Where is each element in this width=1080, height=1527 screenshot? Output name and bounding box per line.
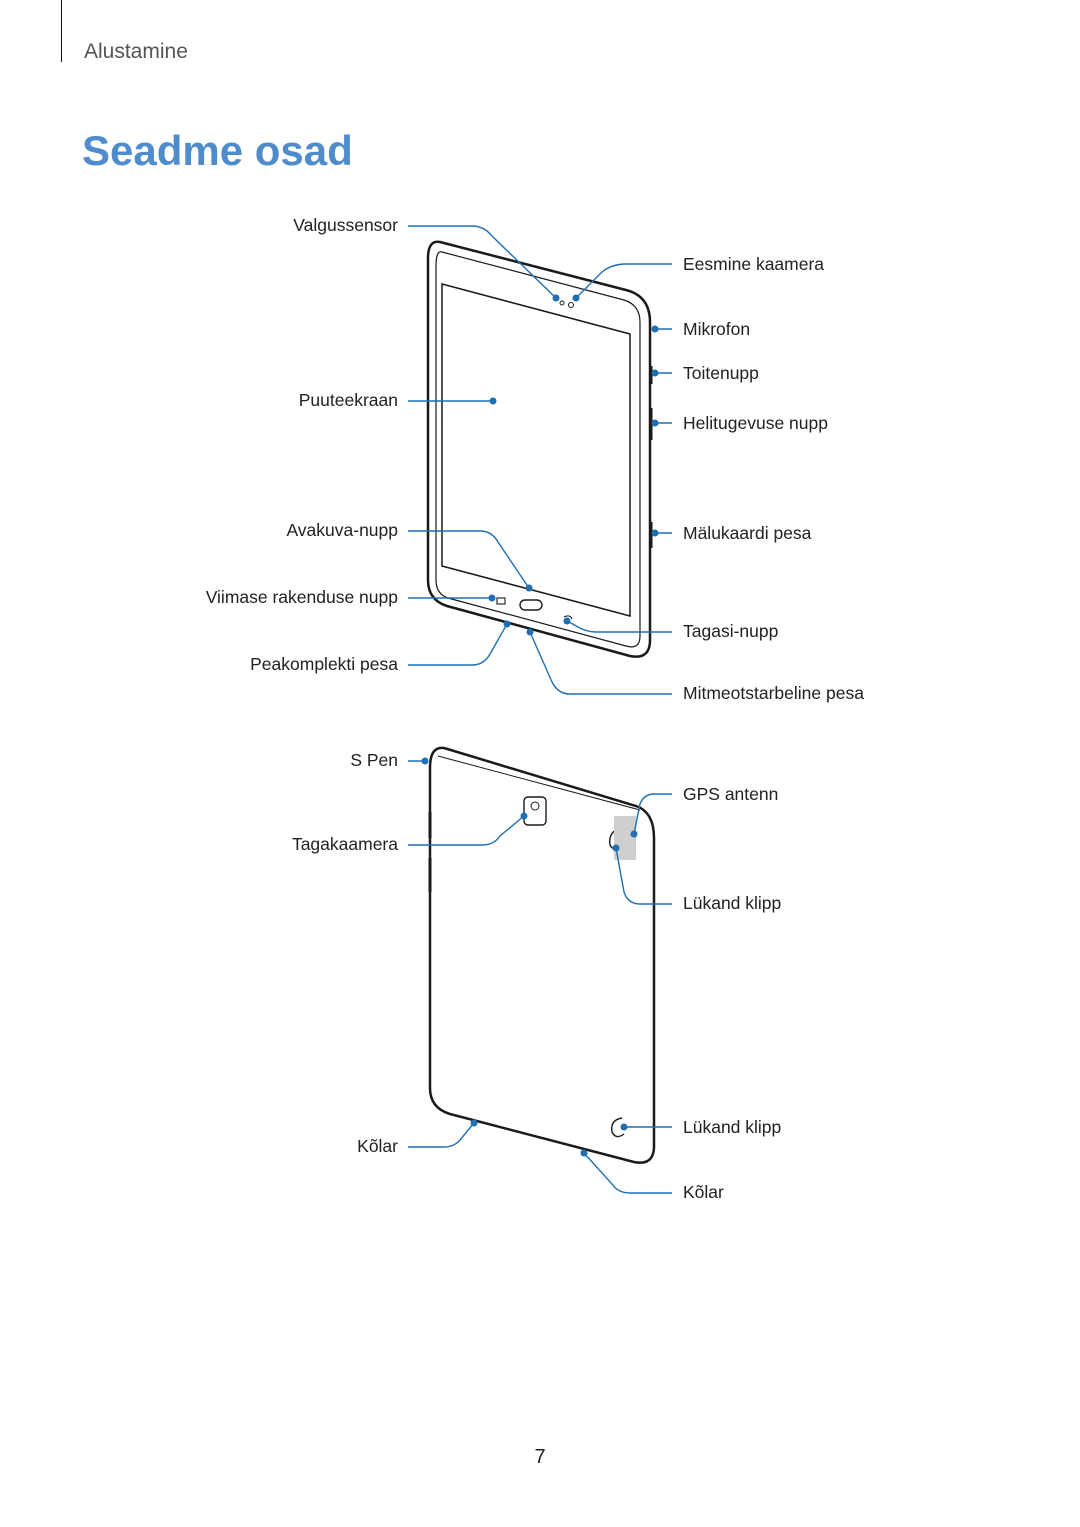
gps-antenna-area	[614, 816, 636, 860]
callout-dot-multipurpose-jack	[526, 628, 534, 636]
callout-dot-slide-clip-bottom	[620, 1123, 628, 1131]
home-key-shape	[519, 599, 543, 611]
callout-dot-rear-camera	[520, 812, 528, 820]
rear-camera-shape	[523, 796, 547, 826]
tablet-back	[428, 746, 656, 1164]
label-recent-apps-key: Viimase rakenduse nupp	[205, 587, 398, 607]
callout-dot-speaker-left	[470, 1119, 478, 1127]
callout-dot-headset-jack	[503, 620, 511, 628]
label-back-key: Tagasi-nupp	[683, 621, 779, 641]
label-speaker-left: Kõlar	[357, 1136, 398, 1156]
callout-dot-gps-antenna	[630, 830, 638, 838]
callout-dot-front-camera	[572, 294, 580, 302]
label-microphone: Mikrofon	[683, 319, 751, 339]
page-title: Seadme osad	[82, 127, 353, 174]
tablet-front	[426, 240, 653, 658]
label-headset-jack: Peakomplekti pesa	[250, 654, 398, 674]
label-home-key: Avakuva-nupp	[286, 520, 398, 540]
callout-dot-home-key	[525, 584, 533, 592]
label-light-sensor: Valgussensor	[293, 215, 398, 235]
callout-dot-back-key	[563, 617, 571, 625]
label-touchscreen: Puuteekraan	[298, 390, 398, 410]
callout-dot-light-sensor	[552, 294, 560, 302]
label-slide-clip-top: Lükand klipp	[683, 893, 782, 913]
label-memory-card-slot: Mälukaardi pesa	[683, 523, 812, 543]
margin-rule	[61, 0, 62, 62]
label-power-key: Toitenupp	[683, 363, 759, 383]
label-front-camera: Eesmine kaamera	[683, 254, 825, 274]
callout-dot-s-pen	[421, 757, 429, 765]
label-speaker-right: Kõlar	[683, 1182, 724, 1202]
callout-dot-slide-clip-top	[612, 844, 620, 852]
callout-dots	[421, 294, 659, 1157]
label-rear-camera: Tagakaamera	[291, 834, 398, 854]
callout-dot-speaker-right	[580, 1149, 588, 1157]
label-multipurpose-jack: Mitmeotstarbeline pesa	[683, 683, 864, 703]
section-header: Alustamine	[84, 40, 188, 63]
label-s-pen: S Pen	[350, 750, 398, 770]
page-number: 7	[534, 1446, 546, 1468]
callout-dot-memory-card-slot	[651, 529, 659, 537]
callout-dot-touchscreen	[489, 397, 497, 405]
label-gps-antenna: GPS antenn	[683, 784, 779, 804]
callout-dot-recent-apps-key	[488, 594, 496, 602]
label-slide-clip-bottom: Lükand klipp	[683, 1117, 782, 1137]
callout-lines	[408, 225, 672, 1194]
callout-dot-power-key	[651, 369, 659, 377]
callout-dot-volume-key	[651, 419, 659, 427]
label-volume-key: Helitugevuse nupp	[683, 413, 828, 433]
callout-dot-microphone	[651, 325, 659, 333]
